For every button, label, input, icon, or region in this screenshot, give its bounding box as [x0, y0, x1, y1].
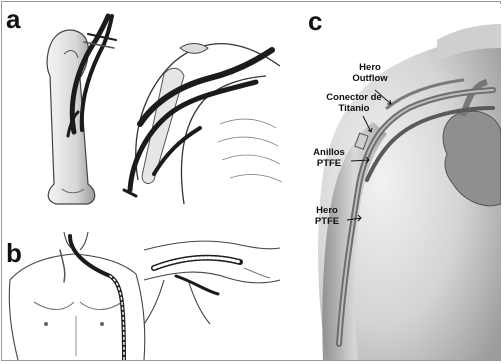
- arm-outline-drawing: [144, 241, 280, 324]
- panel-label-c: c: [308, 8, 322, 34]
- panel-b-illustration: [4, 232, 284, 360]
- arm-ringed-graft: [154, 258, 240, 294]
- annotation-line: Titanio: [322, 103, 386, 114]
- annotation-line: Hero: [307, 205, 347, 216]
- annotation-hero-ptfe: Hero PTFE: [307, 205, 347, 227]
- panel-label-b: b: [6, 240, 22, 266]
- annotation-line: Outflow: [340, 73, 400, 84]
- annotation-hero-outflow: Hero Outflow: [340, 62, 400, 84]
- annotation-line: Anillos: [307, 147, 351, 158]
- panel-c-illustration: [287, 4, 501, 360]
- annotation-line: PTFE: [307, 216, 347, 227]
- panel-a-illustration: [4, 4, 284, 230]
- annotation-anillos-ptfe: Anillos PTFE: [307, 147, 351, 169]
- panel-label-a: a: [6, 6, 20, 32]
- annotation-line: PTFE: [307, 158, 351, 169]
- annotation-conector-titanio: Conector de Titanio: [322, 92, 386, 114]
- annotation-line: Conector de: [322, 92, 386, 103]
- annotation-line: Hero: [340, 62, 400, 73]
